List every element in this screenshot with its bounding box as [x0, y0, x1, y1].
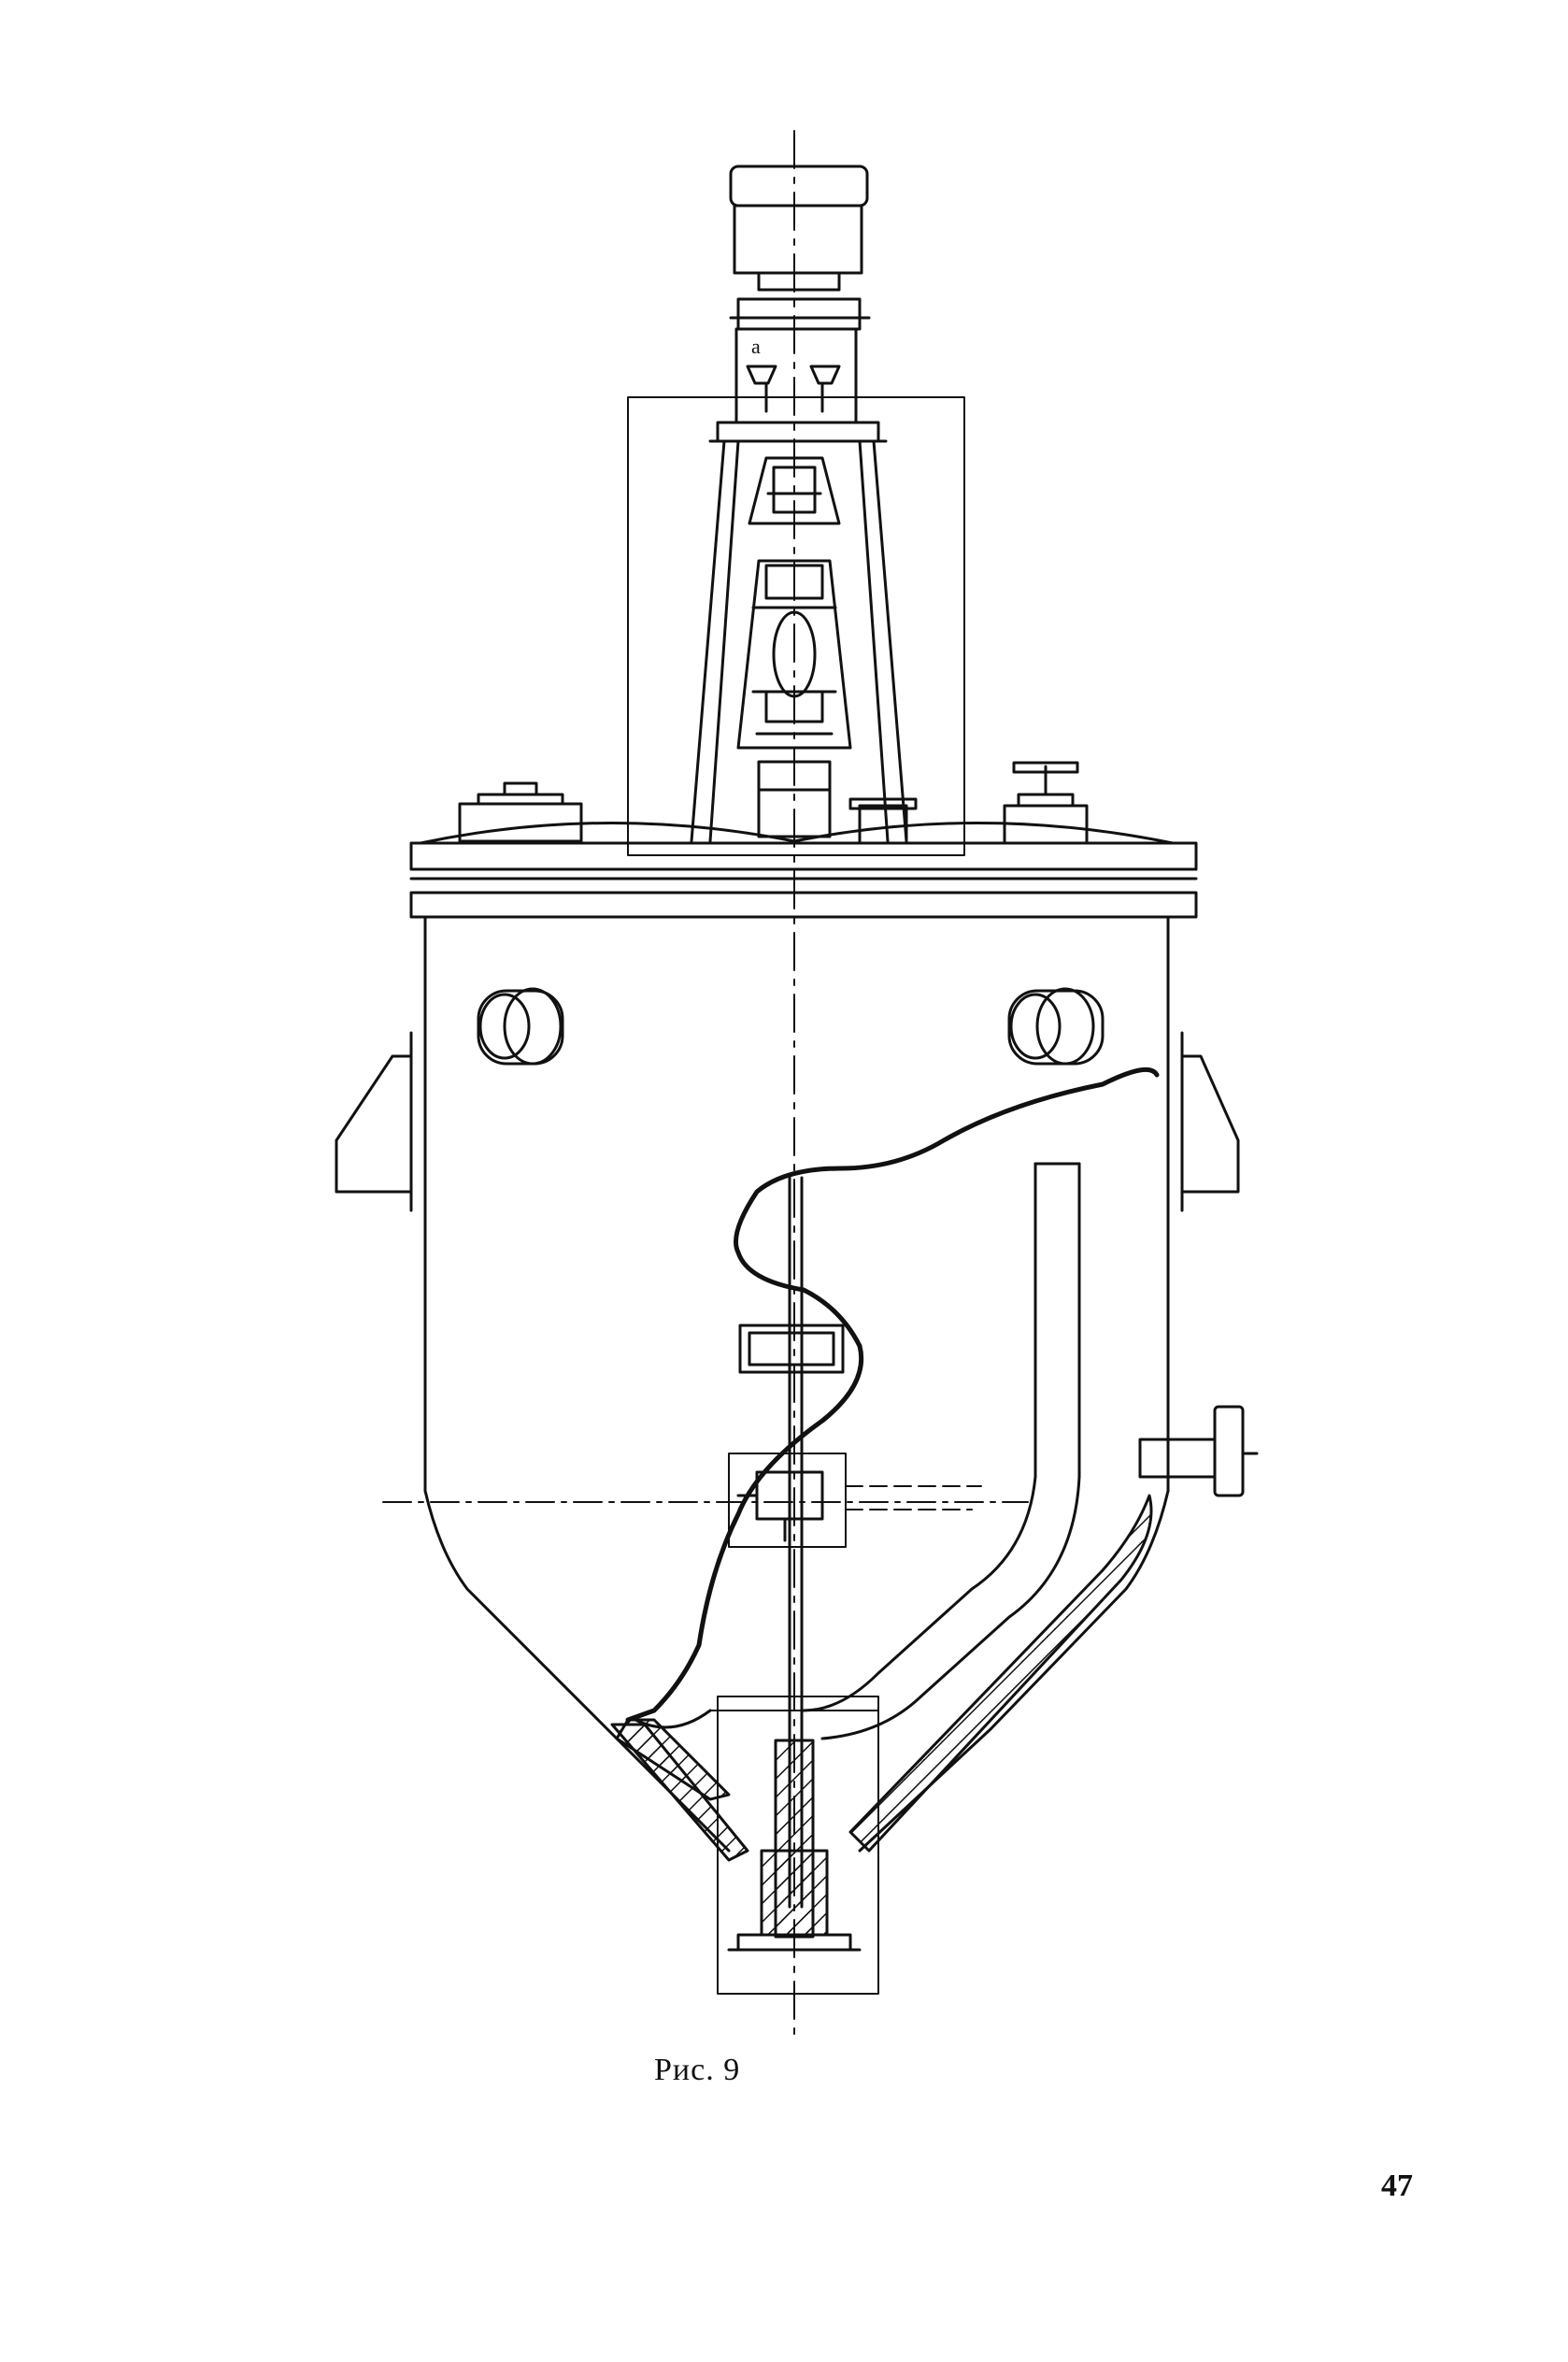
annotation-letter: a: [751, 335, 761, 358]
support-lug-left: [335, 1031, 413, 1212]
support-lug-right: [1180, 1031, 1240, 1212]
side-nozzle: [1138, 1405, 1259, 1497]
figure-caption: Рис. 9: [654, 2053, 741, 2087]
name-plate: [738, 1324, 845, 1374]
page-number: 47: [1381, 2169, 1413, 2203]
cutaway-edge: [625, 1066, 1160, 1723]
drive-guard-outline: [627, 396, 965, 856]
vessel-body: [423, 915, 1170, 1853]
sight-glass-right: [1007, 987, 1105, 1066]
coupling-housing: [734, 327, 858, 424]
drive-stand: [690, 421, 908, 843]
internal-coil: [634, 1162, 1081, 1740]
lid: [409, 761, 1198, 919]
bottom-outlet: [717, 1696, 879, 1995]
impeller-hub: [728, 1453, 847, 1548]
motor: [729, 165, 871, 331]
sight-glass-left: [477, 987, 564, 1066]
